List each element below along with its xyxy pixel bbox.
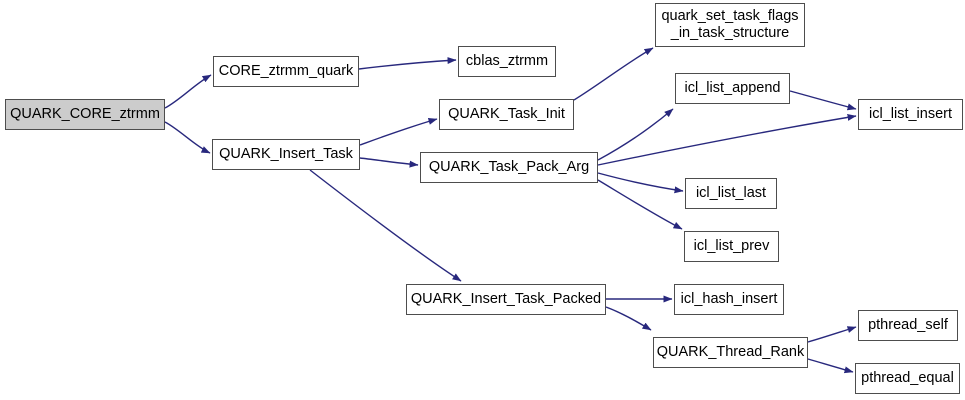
graph-node-quark_task_pack_arg[interactable]: QUARK_Task_Pack_Arg (420, 152, 598, 183)
graph-node-icl_list_last[interactable]: icl_list_last (685, 178, 777, 209)
graph-node-quark_thread_rank[interactable]: QUARK_Thread_Rank (653, 337, 808, 368)
call-edge-quark_thread_rank-to-pthread_equal (807, 358, 854, 374)
call-edge-quark_core_ztrmm-to-core_ztrmm_quark (164, 74, 212, 109)
graph-node-icl_list_append[interactable]: icl_list_append (675, 73, 790, 104)
call-edge-quark_insert_task-to-quark_task_init (359, 117, 438, 146)
graph-node-pthread_self[interactable]: pthread_self (858, 310, 958, 341)
call-edge-icl_list_append-to-icl_list_insert (789, 90, 857, 111)
graph-node-quark_task_init[interactable]: QUARK_Task_Init (439, 99, 574, 130)
graph-node-quark_set_task_flags[interactable]: quark_set_task_flags _in_task_structure (655, 3, 805, 47)
graph-node-icl_list_insert[interactable]: icl_list_insert (858, 99, 963, 130)
call-edge-core_ztrmm_quark-to-cblas_ztrmm (358, 57, 457, 70)
graph-node-quark_core_ztrmm[interactable]: QUARK_CORE_ztrmm (5, 99, 165, 130)
graph-node-core_ztrmm_quark[interactable]: CORE_ztrmm_quark (213, 56, 359, 87)
call-edge-quark_insert_task-to-quark_task_pack_arg (359, 157, 419, 168)
graph-node-quark_insert_task[interactable]: QUARK_Insert_Task (212, 139, 360, 170)
graph-node-icl_list_prev[interactable]: icl_list_prev (684, 231, 779, 262)
call-edge-quark_thread_rank-to-pthread_self (807, 326, 857, 343)
call-edge-quark_core_ztrmm-to-quark_insert_task (164, 121, 211, 154)
call-edge-quark_insert_task-to-quark_insert_task_packed (309, 169, 462, 282)
call-edge-quark_task_pack_arg-to-icl_list_insert (597, 113, 857, 166)
graph-node-cblas_ztrmm[interactable]: cblas_ztrmm (458, 46, 556, 77)
graph-node-pthread_equal[interactable]: pthread_equal (855, 363, 960, 394)
graph-node-icl_hash_insert[interactable]: icl_hash_insert (674, 284, 784, 315)
call-edge-quark_task_pack_arg-to-icl_list_last (597, 172, 684, 194)
call-edge-quark_task_init-to-quark_set_task_flags (573, 47, 654, 101)
graph-node-quark_insert_task_packed[interactable]: QUARK_Insert_Task_Packed (406, 284, 606, 315)
call-edge-quark_insert_task_packed-to-quark_thread_rank (605, 306, 652, 331)
call-edge-quark_task_pack_arg-to-icl_list_append (597, 108, 674, 161)
call-edge-quark_task_pack_arg-to-icl_list_prev (597, 179, 683, 230)
